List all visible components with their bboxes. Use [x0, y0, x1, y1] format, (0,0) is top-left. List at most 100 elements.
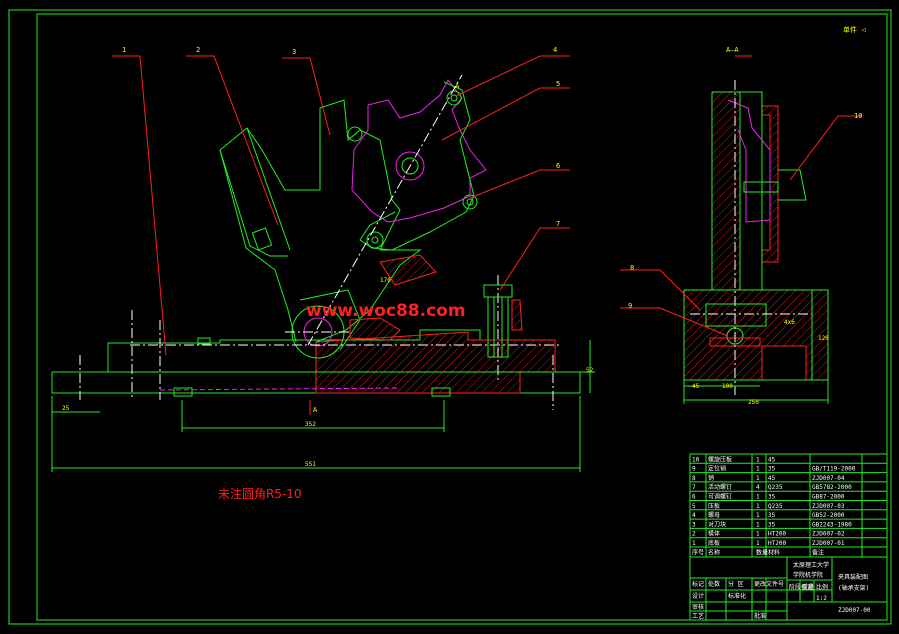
bom-cell: GB52-2000 — [812, 512, 845, 519]
tb-label-stage: 阶段标记 — [789, 583, 813, 591]
bom-cell: GB/T119-2000 — [812, 466, 856, 473]
bom-cell: 1 — [756, 540, 760, 547]
bom-cell: 1 — [756, 512, 760, 519]
bom-cell: GB2243-1980 — [812, 521, 852, 528]
callout-3: 3 — [292, 48, 296, 56]
dim-100: 100 — [722, 383, 733, 390]
bom-cell: 1 — [756, 475, 760, 482]
bom-cell: HT200 — [768, 540, 786, 547]
bom-cell: 活动螺钉 — [708, 483, 732, 491]
bom-header-cell: 备注 — [812, 548, 824, 556]
bom-cell: Q235 — [768, 484, 783, 491]
bom-cell: 螺母 — [708, 511, 720, 519]
bom-cell: 45 — [768, 456, 776, 463]
tb-label-design: 设计 — [692, 592, 704, 600]
callout-6: 6 — [556, 162, 560, 170]
bom-header-cell: 材料 — [768, 548, 780, 556]
dim-250: 250 — [748, 399, 759, 406]
callout-4: 4 — [553, 46, 557, 54]
bom-cell: 底板 — [708, 539, 720, 547]
bom-cell: 对刀块 — [708, 520, 726, 528]
inner-frame — [36, 13, 888, 621]
bom-cell: 45 — [768, 475, 776, 482]
dim-120: 120 — [818, 335, 829, 342]
bom-header-cell: 序号 — [692, 548, 704, 556]
bom-cell: 定位销 — [708, 465, 726, 473]
bom-cell: 5 — [692, 503, 696, 510]
tb-label-count: 处数 — [708, 580, 720, 588]
bom-cell: 35 — [768, 466, 776, 473]
tb-label-process: 工艺 — [692, 612, 704, 620]
callout-8: 8 — [630, 264, 634, 272]
bom-cell: 1 — [756, 466, 760, 473]
bom-cell: GB5782-2000 — [812, 484, 852, 491]
title-block — [689, 556, 888, 621]
bom-cell: 1 — [756, 456, 760, 463]
bom-cell: 2 — [692, 531, 696, 538]
bom-cell: 压板 — [708, 502, 720, 510]
bom-cell: ZJD007-02 — [812, 531, 845, 538]
bom-header-cell: 名称 — [708, 548, 720, 556]
callout-2: 2 — [196, 46, 200, 54]
watermark: www.woc88.com — [306, 301, 466, 321]
bom-cell: 6 — [692, 494, 696, 501]
section-title: A—A — [726, 46, 739, 54]
dim-170: 170 — [380, 277, 391, 284]
bom-cell: 35 — [768, 494, 776, 501]
tb-label-approve: 批准 — [754, 612, 766, 620]
dim-4x6: 4x6 — [784, 319, 795, 326]
callout-9: 9 — [628, 302, 632, 310]
bom-cell: 8 — [692, 475, 696, 482]
drawing-name: 夹具装配图 — [838, 573, 868, 581]
bom-cell: ZJD007-03 — [812, 503, 845, 510]
tb-label-change: 更改文件号 — [754, 580, 784, 588]
tb-label-mark: 标记 — [692, 580, 704, 588]
bom-cell: HT200 — [768, 531, 786, 538]
bom-cell: 7 — [692, 484, 696, 491]
dim-25: 25 — [62, 405, 70, 412]
scale: 1:2 — [816, 595, 827, 602]
dim-45: 45 — [692, 383, 700, 390]
section-label-a-bottom: A — [313, 406, 318, 414]
bom-cell: 4 — [756, 484, 760, 491]
fillet-note: 未注圆角R5-10 — [218, 486, 302, 501]
bom-cell: 1 — [756, 531, 760, 538]
callout-7: 7 — [556, 220, 560, 228]
bom-header-cell: 数量 — [756, 548, 768, 556]
callout-5: 5 — [556, 80, 560, 88]
bom-cell: 1 — [756, 521, 760, 528]
bom-cell: 可调螺钉 — [708, 493, 732, 501]
tb-label-std: 标准化 — [728, 592, 746, 600]
section-label-a-top: A — [455, 82, 460, 90]
outer-frame — [8, 9, 892, 625]
bom-cell: 10 — [692, 456, 700, 463]
bom-cell: 销 — [708, 474, 714, 482]
bom-cell: ZJD007-01 — [812, 540, 845, 547]
corner-mark: 单件 ◁ — [843, 25, 865, 34]
tb-label-scale: 比例 — [816, 583, 828, 591]
section-view: A—A — [620, 46, 862, 404]
tb-label-review: 审核 — [692, 603, 704, 611]
school-name: 太原理工大学 — [793, 561, 829, 569]
tb-label-zone: 分 区 — [728, 580, 744, 588]
bom-cell: 1 — [692, 540, 696, 547]
bom-cell: 35 — [768, 521, 776, 528]
dim-52: 52 — [586, 367, 594, 374]
drawing-code: ZJD007-00 — [838, 607, 871, 614]
callout-1: 1 — [122, 46, 126, 54]
bom-cell: GB87-2000 — [812, 494, 845, 501]
bom-cell: 1 — [756, 494, 760, 501]
bom-cell: 螺旋压板 — [708, 455, 732, 463]
bom-cell: ZJD007-04 — [812, 475, 845, 482]
bom-cell: 9 — [692, 466, 696, 473]
school-dept: 学院机学院 — [793, 571, 823, 579]
drawing-subname: (轴承支架) — [838, 584, 869, 592]
bom-cell: 4 — [692, 512, 696, 519]
main-view — [51, 55, 595, 472]
bom-cell: Q235 — [768, 503, 783, 510]
dim-551: 551 — [305, 461, 316, 468]
bom-cell: 3 — [692, 521, 696, 528]
bom-cell: 模体 — [708, 530, 720, 538]
